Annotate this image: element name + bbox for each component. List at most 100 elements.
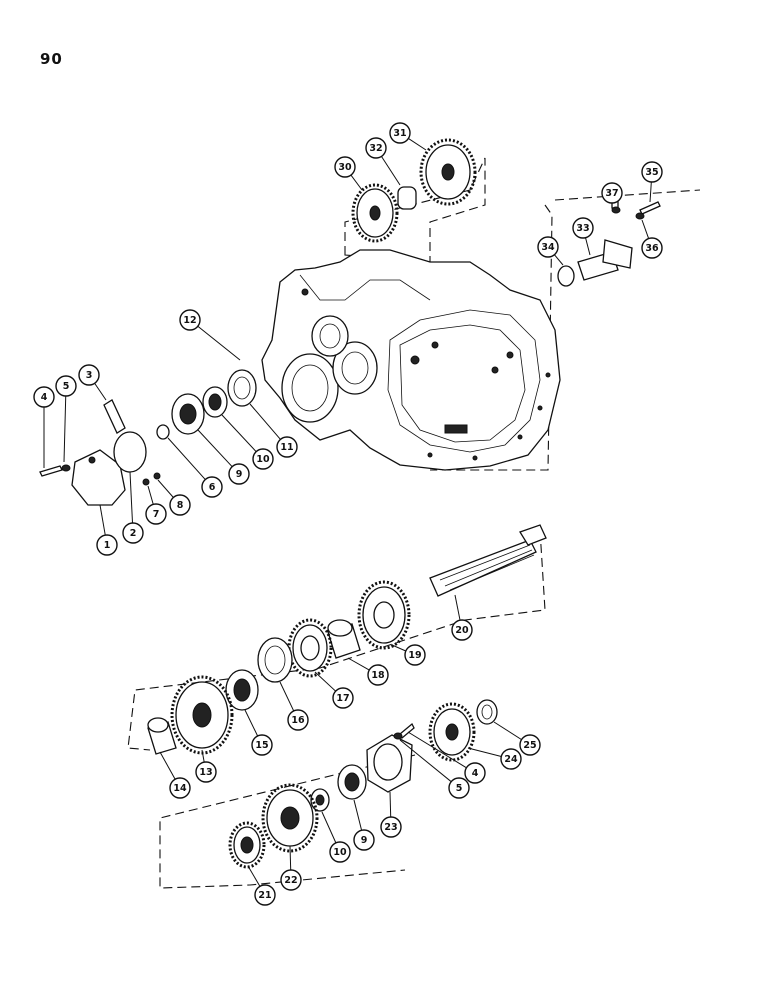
transmission-housing — [261, 249, 561, 471]
callout-circle — [601, 182, 623, 204]
bushing-14 — [147, 717, 177, 755]
gear-17 — [287, 618, 333, 678]
callout-16: 16 — [279, 681, 309, 731]
callout-label: 24 — [504, 754, 518, 765]
gasket-2 — [113, 431, 147, 473]
callout-circle — [334, 156, 356, 178]
callout-18: 18 — [347, 657, 389, 686]
callout-13: 13 — [195, 749, 217, 783]
callout-circle — [451, 619, 473, 641]
callout-circle — [329, 841, 351, 863]
callout-label: 20 — [455, 625, 469, 636]
bearing-cone-10-lower — [310, 788, 330, 812]
callout-label: 10 — [333, 847, 347, 858]
bearing-9-lower — [337, 764, 367, 800]
cover-1 — [71, 449, 126, 506]
callout-leader — [641, 219, 650, 239]
bushing-18 — [327, 619, 361, 659]
callout-31: 31 — [389, 122, 427, 151]
callout-2: 2 — [122, 471, 144, 544]
washer-5-left — [61, 464, 71, 472]
bolt-35 — [639, 201, 661, 215]
callout-label: 9 — [361, 835, 368, 846]
callout-label: 19 — [408, 650, 421, 661]
retainer-23 — [366, 734, 413, 793]
callout-9b: 9 — [353, 799, 375, 851]
seal-11 — [227, 369, 257, 407]
callout-4a: 4 — [33, 386, 55, 468]
callout-23: 23 — [380, 791, 402, 838]
bearing-9-upper — [171, 393, 205, 435]
callout-leader — [389, 791, 392, 818]
callout-label: 17 — [336, 693, 349, 704]
bushing-32 — [397, 186, 417, 210]
washer-25 — [476, 699, 498, 725]
callout-leader — [585, 237, 591, 256]
callout-layer: 1234567891011121314151617181920212223242… — [33, 122, 663, 906]
callout-label: 9 — [236, 469, 243, 480]
callout-5a: 5 — [55, 375, 77, 463]
callout-leader — [391, 644, 407, 652]
callout-12: 12 — [179, 309, 241, 361]
callout-leader — [289, 845, 292, 871]
callout-leader — [279, 681, 295, 712]
callout-leader — [167, 437, 206, 480]
callout-circle — [96, 534, 118, 556]
callout-leader — [197, 429, 233, 468]
washer-5-lower — [393, 732, 403, 740]
callout-32: 32 — [365, 137, 401, 186]
callout-label: 33 — [576, 223, 589, 234]
gear-31 — [419, 138, 477, 206]
callout-circle — [389, 122, 411, 144]
callout-leader — [347, 657, 370, 671]
callout-label: 11 — [280, 442, 293, 453]
callout-label: 21 — [258, 890, 271, 901]
callout-circle — [55, 375, 77, 397]
callout-leader — [649, 181, 652, 203]
gear-13 — [170, 675, 234, 755]
callout-21: 21 — [247, 865, 276, 906]
callout-label: 35 — [645, 167, 658, 178]
callout-label: 15 — [255, 740, 268, 751]
callout-circle — [641, 237, 663, 259]
callout-leader — [467, 747, 502, 758]
callout-36: 36 — [641, 219, 663, 259]
shaft-33 — [577, 239, 633, 281]
callout-circle — [365, 137, 387, 159]
callout-34: 34 — [537, 236, 564, 266]
callout-label: 30 — [338, 162, 352, 173]
callout-label: 37 — [605, 188, 618, 199]
callout-19: 19 — [391, 644, 426, 666]
callout-label: 5 — [456, 783, 463, 794]
callout-leader — [201, 749, 205, 763]
callout-30: 30 — [334, 156, 363, 191]
callout-leader — [244, 709, 259, 737]
callout-circle — [169, 494, 191, 516]
callout-label: 4 — [472, 768, 479, 779]
callout-circle — [228, 463, 250, 485]
gear-21 — [228, 821, 266, 869]
callout-24: 24 — [467, 747, 522, 770]
callout-circle — [537, 236, 559, 258]
callout-circle — [448, 777, 470, 799]
callout-8: 8 — [157, 479, 191, 516]
callout-4b: 4 — [407, 731, 486, 784]
callout-leader — [353, 799, 363, 831]
callout-circle — [195, 761, 217, 783]
callout-leader — [314, 671, 337, 692]
callout-leader — [129, 471, 134, 524]
callout-14: 14 — [159, 751, 191, 799]
callout-leader — [493, 721, 522, 741]
callout-circle — [251, 734, 273, 756]
callout-leader — [247, 865, 261, 887]
callout-label: 36 — [645, 243, 659, 254]
callout-leader — [350, 174, 363, 191]
callout-leader — [99, 504, 106, 536]
callout-circle — [367, 664, 389, 686]
callout-leader — [147, 485, 154, 505]
callout-leader — [407, 731, 467, 769]
gear-19 — [357, 580, 411, 650]
callout-circle — [122, 522, 144, 544]
callout-9a: 9 — [197, 429, 250, 485]
